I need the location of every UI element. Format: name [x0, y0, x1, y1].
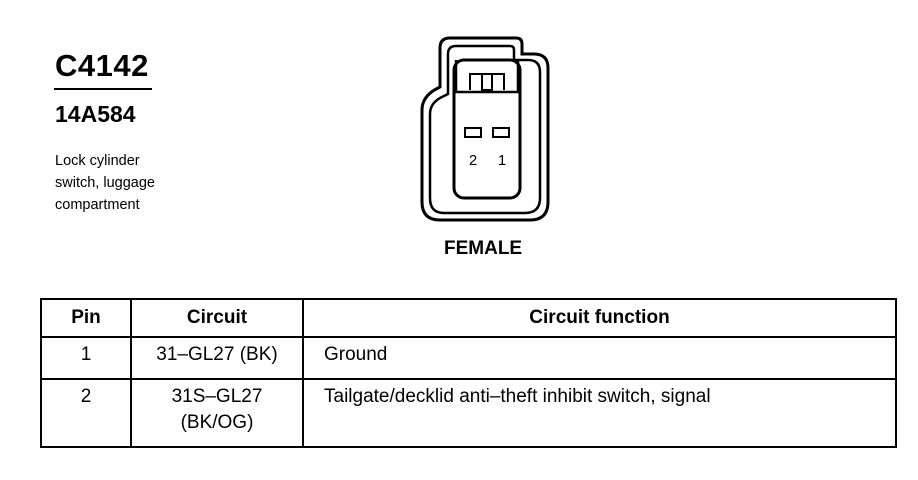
connector-housing-inner: [428, 44, 542, 215]
connector-face-diagram: 2 1: [420, 36, 550, 222]
connector-description: Lock cylinder switch, luggage compartmen…: [55, 150, 195, 216]
table-row: 1 31–GL27 (BK) Ground: [40, 336, 897, 380]
header-pin: Pin: [40, 298, 132, 338]
circuit-line: 31S–GL27: [171, 386, 263, 407]
pinout-table: Pin Circuit Circuit function 1 31–GL27 (…: [40, 298, 897, 448]
connector-id: C4142: [55, 48, 149, 83]
circuit-line: (BK/OG): [180, 412, 254, 433]
function-cell: Ground: [302, 336, 897, 380]
description-line: switch, luggage: [55, 175, 155, 191]
circuit-cell: 31–GL27 (BK): [130, 336, 304, 380]
pin-1-terminal: [492, 127, 510, 138]
description-line: Lock cylinder: [55, 153, 140, 169]
pin-cell: 2: [40, 378, 132, 448]
circuit-line: 31–GL27 (BK): [156, 344, 278, 365]
terminal-cavity-block: [452, 58, 522, 200]
header-circuit-function: Circuit function: [302, 298, 897, 338]
table-row: 2 31S–GL27 (BK/OG) Tailgate/decklid anti…: [40, 378, 897, 448]
circuit-cell: 31S–GL27 (BK/OG): [130, 378, 304, 448]
pin-2-label: 2: [469, 152, 477, 169]
connector-id-underline: [54, 88, 152, 90]
header-circuit: Circuit: [130, 298, 304, 338]
pin-2-terminal: [464, 127, 482, 138]
pin-cell: 1: [40, 336, 132, 380]
description-line: compartment: [55, 197, 140, 213]
function-cell: Tailgate/decklid anti–theft inhibit swit…: [302, 378, 897, 448]
pin-1-label: 1: [498, 152, 506, 169]
locking-tab-center: [481, 73, 493, 91]
connector-housing-outer: [420, 36, 550, 222]
locking-tab: [454, 60, 520, 94]
connector-gender-label: FEMALE: [444, 238, 523, 259]
locking-tab-notch: [469, 73, 505, 90]
table-header-row: Pin Circuit Circuit function: [40, 298, 897, 338]
part-number: 14A584: [55, 101, 136, 127]
